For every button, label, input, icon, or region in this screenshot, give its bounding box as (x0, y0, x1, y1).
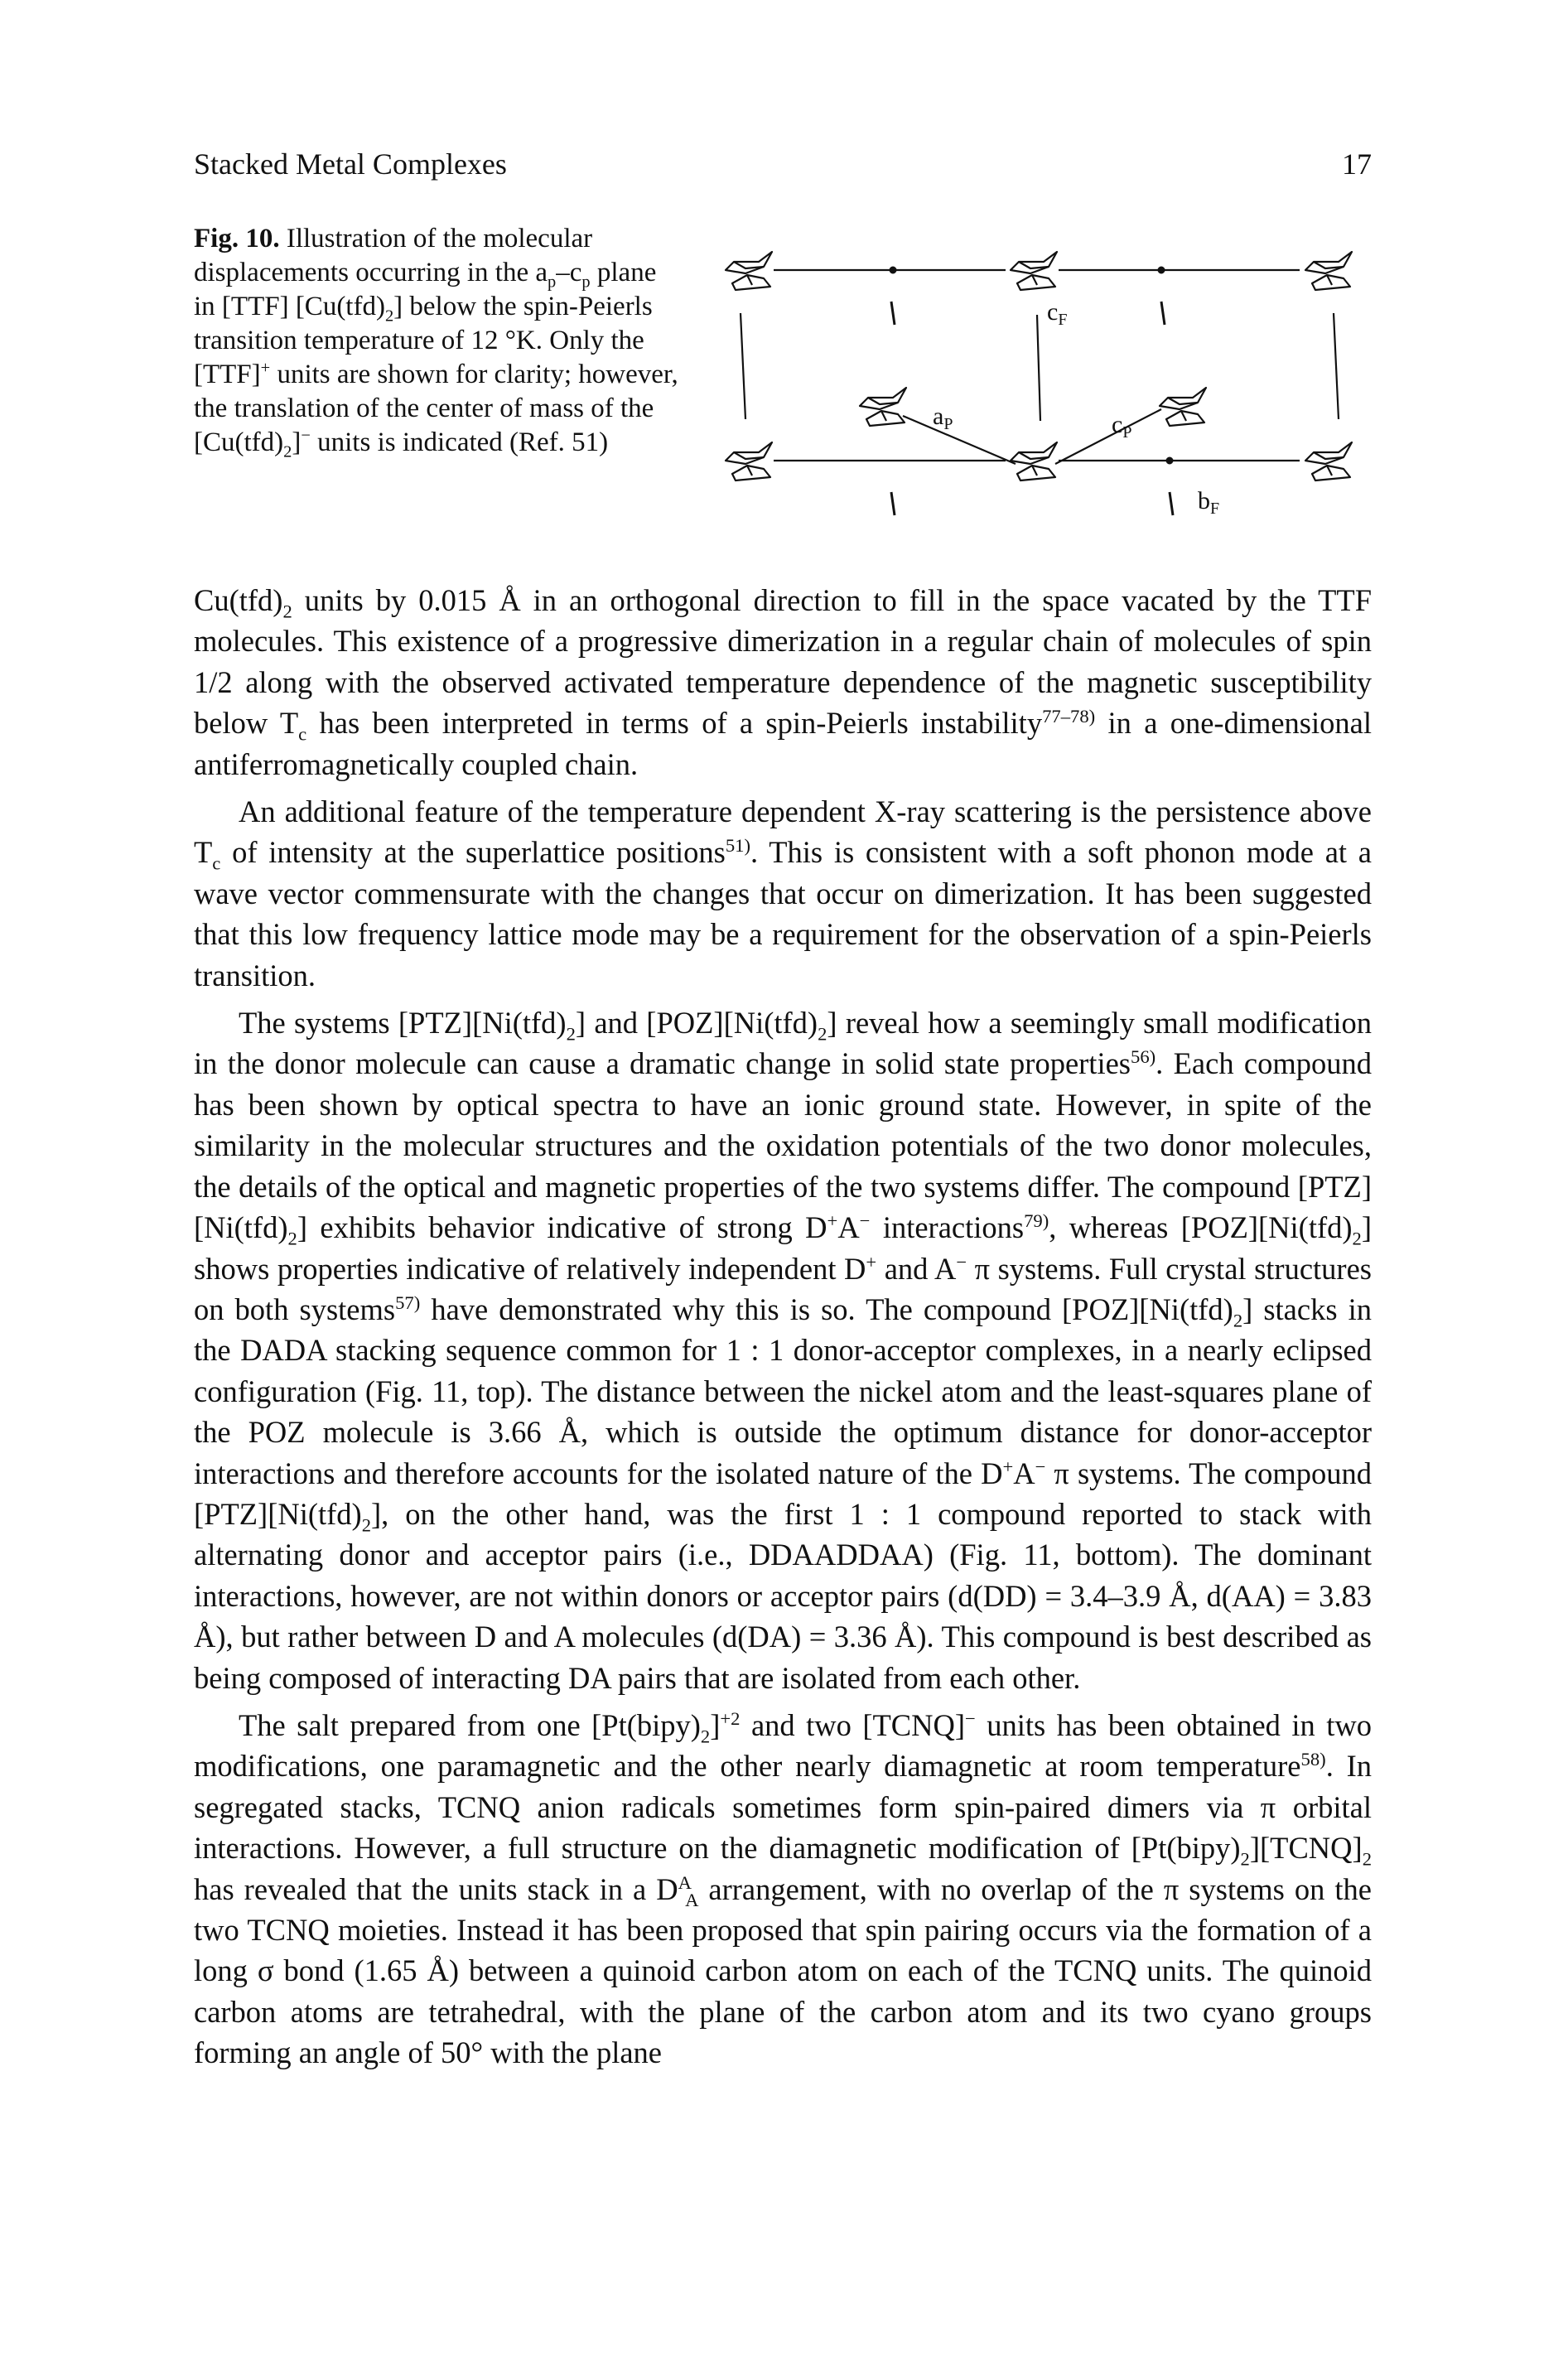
caption-text: plane in [TTF] [Cu(tfd) (194, 258, 657, 321)
cell-line-middle (1035, 314, 1042, 422)
figure-label: Fig. 10. (194, 224, 280, 253)
cu-tfd2-translation-markers (889, 266, 1175, 516)
axis-label-aP: aP (933, 403, 953, 433)
molecular-displacement-diagram: cF aP cP bF (724, 250, 1353, 518)
caption-text: ] (292, 427, 302, 457)
running-title: Stacked Metal Complexes (194, 147, 507, 181)
cell-line-left (739, 312, 747, 420)
paragraph-4: The salt prepared from one [Pt(bipy)2]+2… (194, 1707, 1373, 2070)
caption-sub: 2 (384, 307, 394, 326)
caption-text: –c (556, 258, 582, 287)
ttf-unit (858, 386, 908, 427)
figure-caption: Fig. 10. Illustration of the molecular d… (194, 222, 683, 461)
running-head: Stacked Metal Complexes 17 (194, 146, 1372, 182)
caption-sub: p (548, 273, 557, 292)
axis-label-bF: bF (1198, 487, 1219, 518)
caption-text: Illustration of the molecular displaceme… (194, 224, 593, 287)
caption-text: units are shown for clarity; however, th… (194, 360, 678, 457)
caption-sup: + (260, 359, 271, 377)
paragraph-3: The systems [PTZ][Ni(tfd)2] and [POZ][Ni… (194, 1006, 1373, 1695)
caption-text: ] below the spin-Peierls transition temp… (194, 292, 653, 389)
ttf-unit (724, 441, 774, 482)
caption-sub: p (581, 273, 591, 292)
caption-text: units is indicated (Ref. 51) (310, 427, 609, 457)
ttf-unit (1009, 250, 1059, 292)
ttf-unit (724, 250, 774, 292)
caption-sup: − (301, 427, 311, 445)
ap-axis-line (902, 414, 1016, 466)
cp-axis-line (1054, 408, 1162, 465)
ttf-unit (1304, 250, 1353, 292)
ttf-unit (1009, 441, 1059, 482)
axis-label-cF: cF (1047, 298, 1067, 329)
ttf-unit (1304, 441, 1353, 482)
page-number: 17 (1342, 147, 1372, 181)
cell-line-right (1332, 312, 1340, 420)
figure-10: Fig. 10. Illustration of the molecular d… (194, 222, 1372, 520)
body-text: Cu(tfd)2 units by 0.015 Å in an orthogon… (194, 580, 1372, 2074)
paragraph-1: Cu(tfd)2 units by 0.015 Å in an orthogon… (194, 583, 1372, 781)
caption-sub: 2 (283, 442, 292, 461)
axis-label-cP: cP (1112, 411, 1131, 442)
paragraph-2: An additional feature of the temperature… (194, 794, 1372, 992)
ttf-unit (1158, 386, 1208, 427)
